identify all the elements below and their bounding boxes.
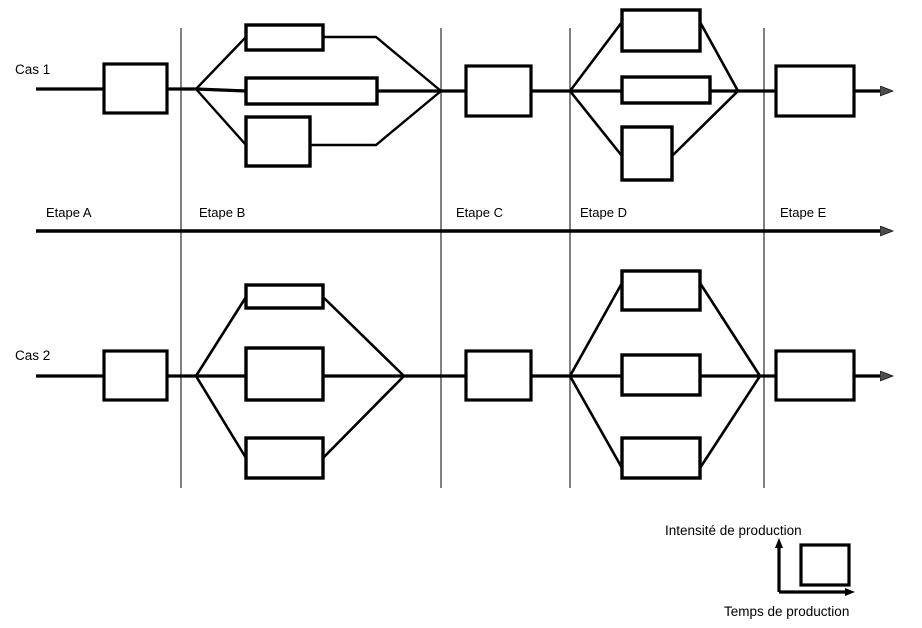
stage-label-b: Etape B	[199, 205, 246, 220]
stage-label-a: Etape A	[46, 205, 92, 220]
cas2-stage-e-box	[774, 349, 856, 402]
cas1-stage-e-box	[774, 64, 856, 118]
cas1-b-branch-bottom-out	[310, 90, 442, 147]
cas2-stage-b-box-3	[244, 436, 325, 480]
cas1-stage-b-box-3	[244, 115, 312, 168]
stage-label-c: Etape C	[456, 205, 503, 220]
cas2-b-branch-top-out	[322, 296, 405, 377]
cas2-stage-c-box	[464, 349, 533, 402]
cas1-d-branch-top-out	[698, 21, 740, 92]
legend-y-axis-label: Intensité de production	[665, 523, 802, 538]
cas2-stage-d-box-3	[620, 436, 702, 480]
cas1-b-branch-top-in	[195, 36, 247, 90]
cas-1-label: Cas 1	[15, 62, 51, 77]
cas1-stage-c-box	[464, 64, 533, 118]
cas2-b-branch-bottom-out	[322, 375, 405, 459]
cas1-b-branch-bottom-in	[195, 88, 247, 146]
cas1-stage-d-box-2	[620, 75, 712, 105]
cas2-stage-d-box-1	[620, 269, 702, 312]
cas2-b-branch-top-in	[194, 296, 248, 377]
cas2-stage-d-box-2	[620, 353, 702, 397]
legend-group	[775, 538, 855, 596]
cas1-stage-b-box-2	[244, 76, 379, 106]
cas1-d-branch-bottom-out	[671, 90, 739, 157]
stage-label-d: Etape D	[580, 205, 627, 220]
cas1-d-branch-bottom-in	[568, 90, 624, 157]
cas2-d-branch-top-out	[698, 282, 762, 377]
timeline-group	[36, 28, 880, 488]
cas-2-group	[36, 269, 880, 480]
cas2-stage-b-box-1	[244, 283, 325, 310]
cas1-stage-d-box-1	[620, 8, 702, 53]
cas-1-group	[36, 8, 880, 182]
cas1-b-branch-top-out	[323, 35, 442, 92]
stage-label-e: Etape E	[780, 205, 827, 220]
cas2-b-branch-bottom-in	[194, 375, 248, 459]
cas1-stage-b-box-1	[244, 23, 325, 52]
cas1-stage-d-box-3	[620, 125, 674, 182]
cas1-d-branch-top-in	[568, 21, 624, 92]
cas2-d-branch-bottom-in	[568, 375, 624, 469]
cas-2-label: Cas 2	[15, 348, 51, 363]
cas1-b-branch-mid-in	[195, 87, 247, 93]
legend-x-axis-label: Temps de production	[724, 604, 850, 619]
cas2-stage-b-box-2	[244, 346, 325, 402]
cas2-d-branch-bottom-out	[698, 375, 762, 469]
cas2-d-branch-top-in	[568, 282, 624, 377]
cas2-stage-a-box	[102, 349, 169, 402]
cas1-stage-a-box	[102, 62, 169, 115]
legend-box-symbol	[799, 543, 851, 587]
